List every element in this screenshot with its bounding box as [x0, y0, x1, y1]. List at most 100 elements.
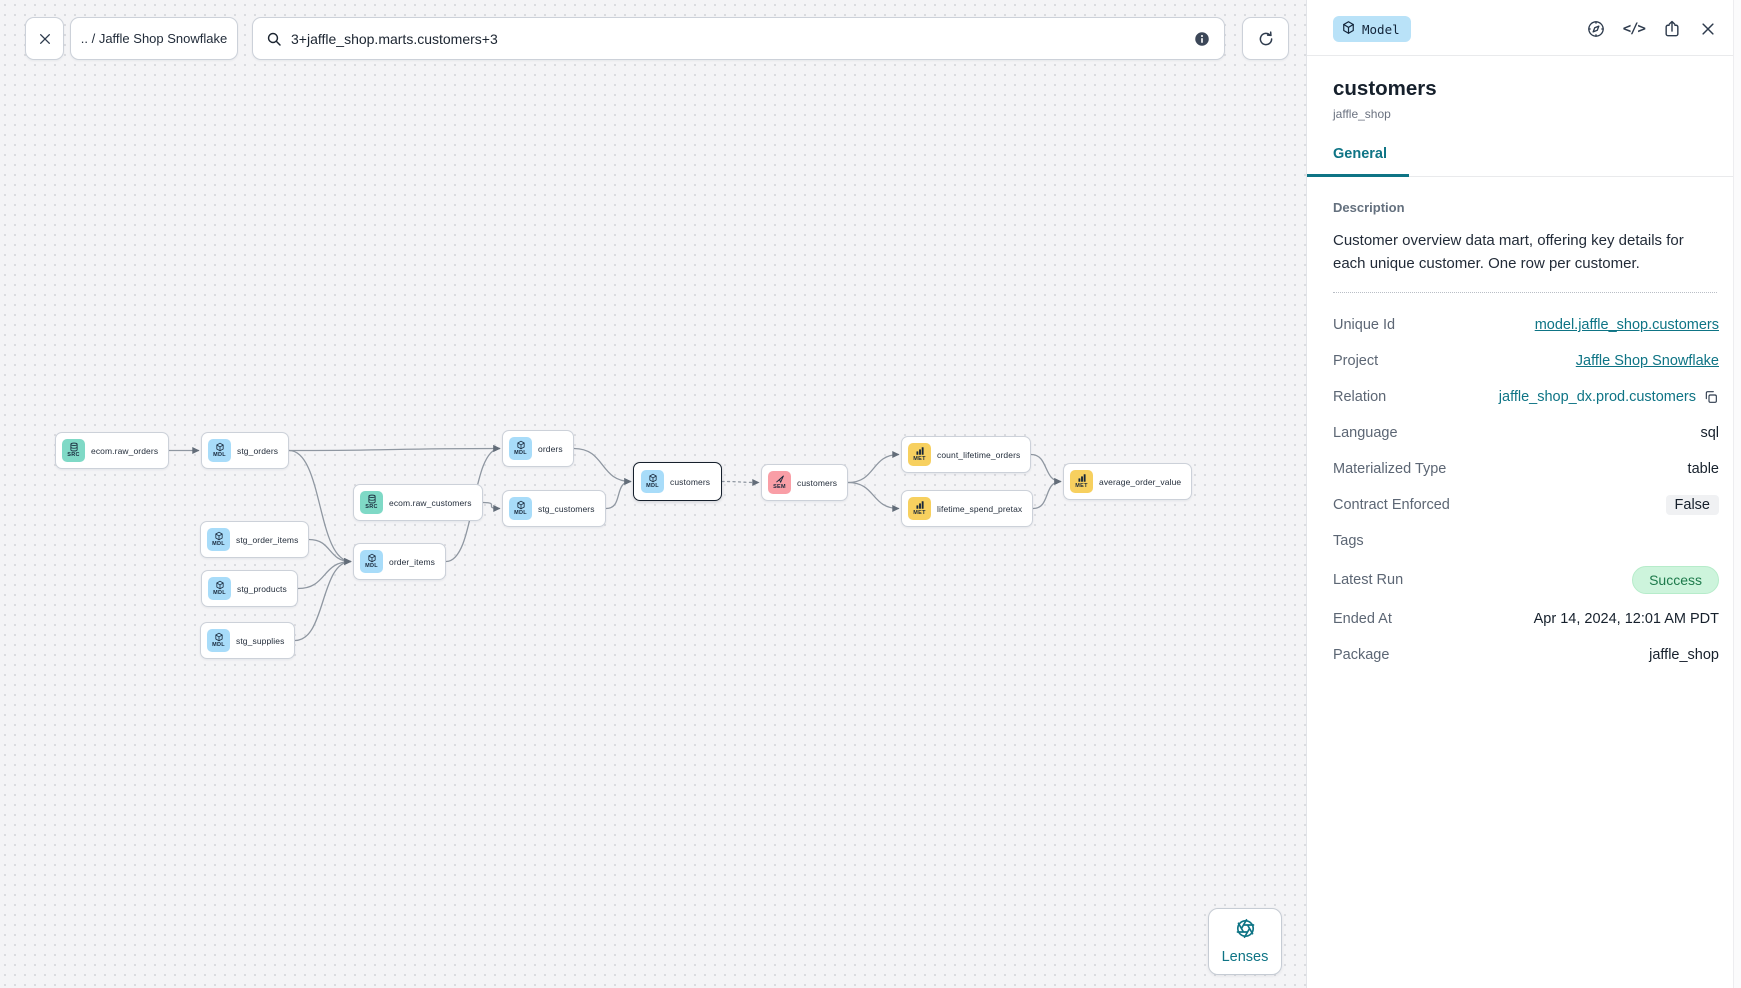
field-label: Relation	[1333, 389, 1387, 405]
model-icon: MDL	[207, 528, 230, 551]
page-title: customers	[1333, 77, 1437, 100]
edge-stg_orders-to-orders	[288, 444, 501, 453]
node-label: stg_customers	[538, 503, 595, 514]
field-label: Tags	[1333, 533, 1364, 549]
graph-node-lifetime_spend_pretax[interactable]: MET lifetime_spend_pretax	[901, 490, 1034, 527]
description-label: Description	[1333, 200, 1405, 215]
close-lineage-button[interactable]	[25, 17, 64, 60]
search-input[interactable]	[291, 30, 1193, 47]
field-value: Apr 14, 2024, 12:01 AM PDT	[1533, 611, 1719, 627]
package-subtitle: jaffle_shop	[1333, 107, 1391, 121]
model-icon: MDL	[509, 497, 532, 520]
node-label: customers	[670, 476, 711, 487]
node-label: stg_orders	[237, 445, 279, 456]
field-value[interactable]: Jaffle Shop Snowflake	[1575, 353, 1719, 369]
node-label: stg_products	[237, 583, 287, 594]
field-row-unique-id: Unique Id model.jaffle_shop.customers	[1333, 314, 1719, 336]
edge-orders-to-customers	[573, 447, 632, 486]
edge-stg_products-to-order_items	[297, 557, 352, 590]
edge-lifetime_spend_pretax-to-average_order_value	[1032, 477, 1062, 510]
field-row-contract-enforced: Contract Enforced False	[1333, 494, 1719, 516]
edge-stg_customers-to-customers	[605, 477, 632, 510]
copy-icon[interactable]	[1703, 389, 1719, 405]
panel-tabs: General	[1307, 146, 1741, 177]
graph-node-orders[interactable]: MDL orders	[502, 430, 574, 467]
field-label: Ended At	[1333, 611, 1392, 627]
edge-count_lifetime_orders-to-average_order_value	[1030, 453, 1062, 486]
semantic-model-icon: SEM	[768, 471, 791, 494]
metric-icon: MET	[1070, 470, 1093, 493]
field-row-relation: Relation jaffle_shop_dx.prod.customers	[1333, 386, 1719, 408]
graph-node-customers_sem[interactable]: SEM customers	[761, 464, 849, 501]
edge-customers_sem-to-lifetime_spend_pretax	[847, 481, 900, 513]
field-value: jaffle_shop_dx.prod.customers	[1498, 389, 1696, 405]
graph-node-stg_order_items[interactable]: MDL stg_order_items	[200, 521, 310, 558]
node-label: order_items	[389, 556, 435, 567]
field-label: Contract Enforced	[1333, 497, 1450, 513]
tab-general[interactable]: General	[1307, 146, 1409, 177]
field-row-tags: Tags	[1333, 530, 1719, 552]
code-icon[interactable]: </>	[1622, 21, 1646, 37]
close-panel-icon[interactable]	[1699, 20, 1717, 38]
model-icon: MDL	[509, 437, 532, 460]
edge-ecom.raw_customers-to-stg_customers	[482, 501, 501, 513]
graph-node-order_items[interactable]: MDL order_items	[353, 543, 446, 580]
field-label: Unique Id	[1333, 317, 1396, 333]
refresh-button[interactable]	[1242, 17, 1289, 60]
graph-node-stg_customers[interactable]: MDL stg_customers	[502, 490, 606, 527]
field-label: Language	[1333, 425, 1398, 441]
lenses-label: Lenses	[1221, 949, 1269, 965]
field-value: jaffle_shop	[1649, 647, 1719, 663]
node-label: ecom.raw_customers	[389, 497, 472, 508]
node-label: stg_order_items	[236, 534, 299, 545]
node-label: ecom.raw_orders	[91, 445, 159, 456]
info-icon[interactable]	[1193, 30, 1211, 48]
field-value: False	[1665, 495, 1719, 515]
refresh-icon	[1257, 30, 1275, 48]
panel-scrollbar[interactable]	[1733, 0, 1741, 988]
field-label: Latest Run	[1333, 572, 1404, 588]
node-label: customers	[797, 477, 838, 488]
node-label: count_lifetime_orders	[937, 449, 1021, 460]
node-label: lifetime_spend_pretax	[937, 503, 1023, 514]
graph-node-ecom.raw_customers[interactable]: SRC ecom.raw_customers	[353, 484, 483, 521]
field-value: sql	[1700, 425, 1719, 441]
divider	[1333, 292, 1717, 293]
graph-node-average_order_value[interactable]: MET average_order_value	[1063, 463, 1193, 500]
source-icon: SRC	[360, 491, 383, 514]
share-icon[interactable]	[1662, 19, 1682, 39]
resource-type-badge: Model	[1333, 16, 1411, 42]
edge-customers-to-customers_sem	[721, 478, 760, 487]
node-label: average_order_value	[1099, 476, 1182, 487]
edge-customers_sem-to-count_lifetime_orders	[847, 450, 900, 484]
model-icon: MDL	[360, 550, 383, 573]
lineage-search-bar	[252, 17, 1225, 60]
model-icon: MDL	[208, 439, 231, 462]
aperture-icon	[1235, 918, 1256, 944]
graph-node-count_lifetime_orders[interactable]: MET count_lifetime_orders	[901, 436, 1032, 473]
details-panel: Model </> customers jaffle_shop General …	[1306, 0, 1741, 988]
search-icon	[266, 31, 282, 47]
metric-icon: MET	[908, 497, 931, 520]
edge-stg_order_items-to-order_items	[308, 538, 352, 566]
field-value[interactable]: model.jaffle_shop.customers	[1534, 317, 1719, 333]
description-text: Customer overview data mart, offering ke…	[1333, 232, 1684, 272]
close-icon	[37, 31, 53, 47]
node-label: orders	[538, 443, 563, 454]
graph-node-customers[interactable]: MDL customers	[633, 462, 723, 501]
explore-compass-icon[interactable]	[1586, 19, 1606, 39]
metric-icon: MET	[908, 443, 931, 466]
model-icon: MDL	[207, 629, 230, 652]
graph-node-stg_orders[interactable]: MDL stg_orders	[201, 432, 290, 469]
lenses-button[interactable]: Lenses	[1208, 908, 1282, 975]
field-value: table	[1687, 461, 1719, 477]
breadcrumb[interactable]: .. / Jaffle Shop Snowflake	[70, 17, 238, 60]
model-icon: MDL	[641, 470, 664, 493]
